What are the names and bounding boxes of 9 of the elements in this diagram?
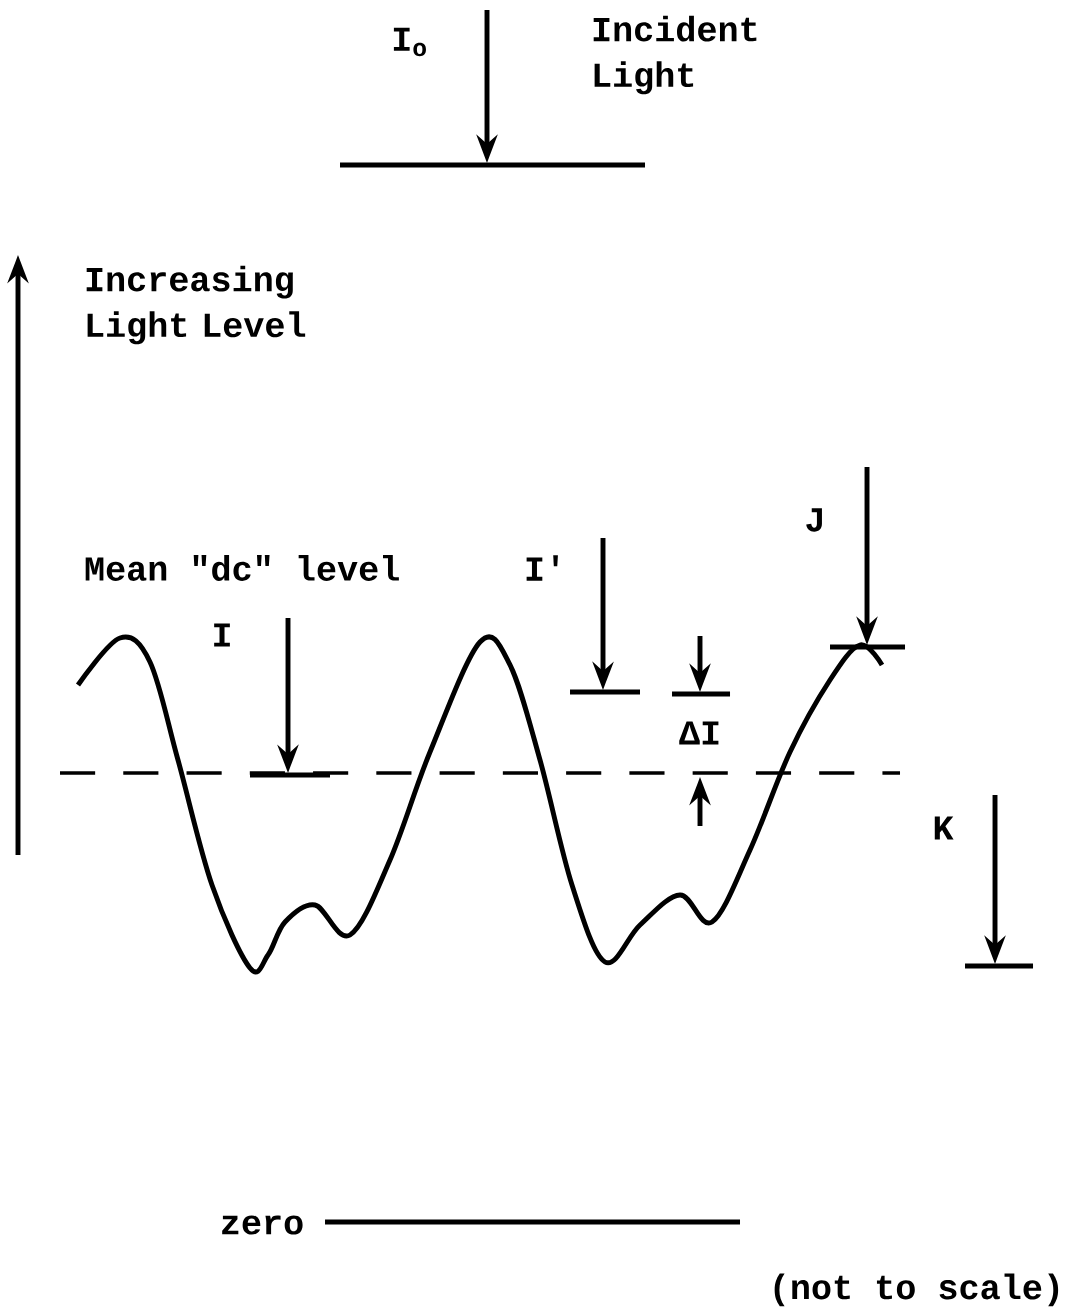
level-label: I'	[526, 555, 558, 581]
level-label: J	[806, 508, 822, 532]
description-text: Incident Light	[593, 15, 757, 95]
intensity-label: I$_{o}$	[393, 27, 426, 57]
axis-label: Increasing Light Level	[86, 265, 306, 345]
level-label: K	[934, 816, 954, 840]
note-text: (not to scale)	[774, 1273, 1059, 1307]
description-text: Mean "dc" level	[85, 555, 399, 581]
zero-label: zero	[222, 1215, 303, 1235]
